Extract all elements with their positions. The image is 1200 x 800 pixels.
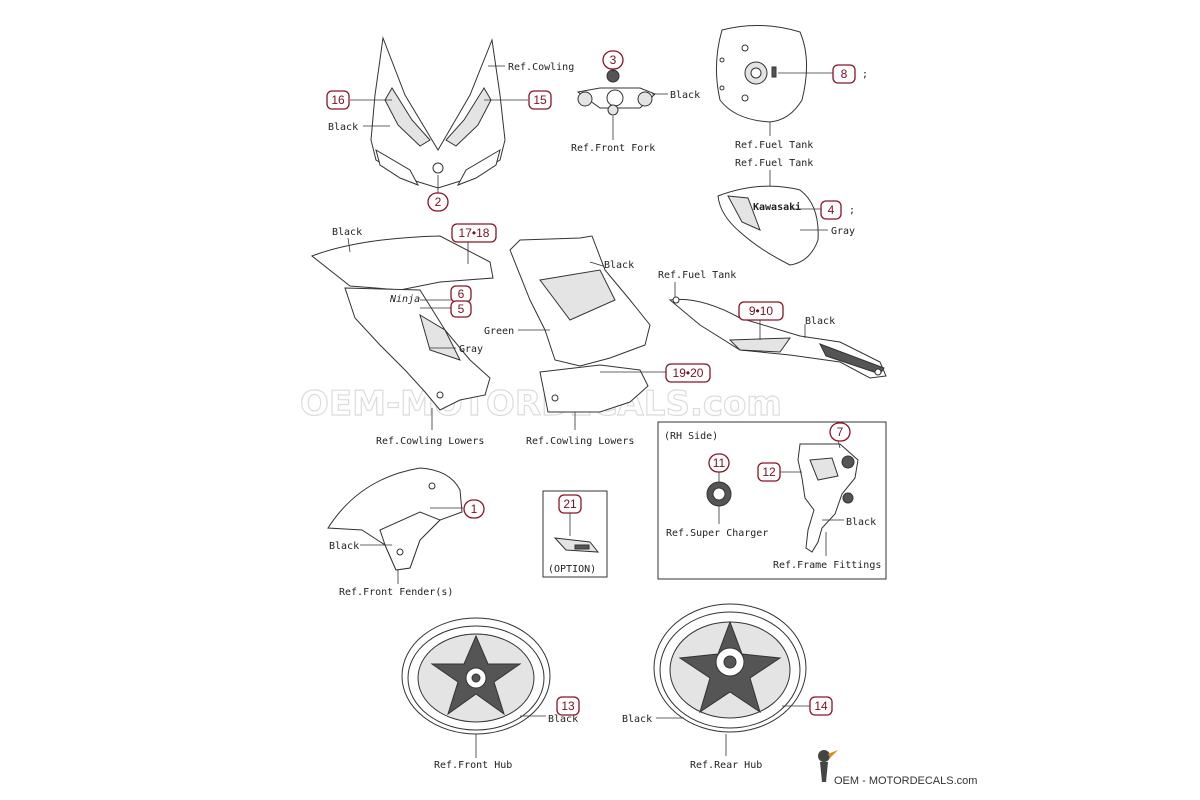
option-box	[542, 490, 608, 578]
label-gray-lower: Gray	[459, 344, 483, 355]
front-wheel-drawing	[401, 617, 551, 735]
label-ref-fuel-tank-b: Ref.Fuel Tank	[735, 158, 813, 169]
part-number-3[interactable]: 3	[602, 50, 624, 70]
label-gray-tank: Gray	[831, 226, 855, 237]
label-green: Green	[484, 326, 514, 337]
part-number-9-10[interactable]: 9•10	[738, 301, 784, 321]
brand-text: OEM - MOTORDECALS.com	[834, 775, 977, 787]
label-semicolon-top: ;	[862, 69, 868, 80]
svg-text:7: 7	[837, 425, 844, 439]
svg-text:12: 12	[762, 465, 776, 479]
option-decal-drawing	[553, 537, 600, 553]
frame-fitting-drawing	[797, 443, 859, 553]
label-ref-front-fork: Ref.Front Fork	[571, 143, 655, 154]
label-black-cowling: Black	[328, 122, 358, 133]
label-ref-super-charger: Ref.Super Charger	[666, 528, 768, 539]
part-number-8[interactable]: 8	[832, 64, 856, 84]
front-fender-drawing	[327, 467, 463, 571]
label-black-rear-hub: Black	[622, 714, 652, 725]
part-number-19-20[interactable]: 19•20	[665, 363, 711, 383]
svg-text:9•10: 9•10	[749, 304, 774, 318]
svg-text:15: 15	[533, 93, 547, 107]
part-number-17-18[interactable]: 17•18	[451, 223, 497, 243]
label-ref-frame-fittings: Ref.Frame Fittings	[773, 560, 881, 571]
watermark-text: OEM-MOTORDECALS.com	[300, 384, 782, 424]
upper-cowling-drawing	[370, 36, 506, 189]
label-semicolon: ;	[849, 205, 855, 216]
part-number-21[interactable]: 21	[558, 494, 582, 514]
label-option: (OPTION)	[548, 564, 596, 575]
label-black-frame: Black	[846, 517, 876, 528]
label-black-lower-left: Black	[332, 227, 362, 238]
svg-text:1: 1	[471, 502, 478, 516]
svg-text:19•20: 19•20	[673, 366, 704, 380]
right-cowling-lower-drawing	[509, 235, 651, 413]
fuel-tank-kawasaki-logo: Kawasaki	[753, 201, 801, 213]
svg-text:3: 3	[610, 53, 617, 67]
brand-logo-icon	[818, 750, 838, 782]
svg-text:11: 11	[713, 456, 726, 470]
part-number-13[interactable]: 13	[556, 696, 580, 716]
svg-text:16: 16	[331, 93, 345, 107]
part-number-12[interactable]: 12	[757, 462, 781, 482]
label-black-front-hub: Black	[548, 714, 578, 725]
svg-text:4: 4	[828, 203, 835, 217]
fuel-tank-top-drawing	[715, 24, 808, 123]
ninja-logo: Ninja	[389, 294, 420, 305]
svg-text:21: 21	[563, 497, 577, 511]
front-fork-clamp-drawing	[576, 69, 656, 116]
label-ref-front-hub: Ref.Front Hub	[434, 760, 512, 771]
label-ref-cowling-lowers-a: Ref.Cowling Lowers	[376, 436, 484, 447]
label-ref-fuel-tank-c: Ref.Fuel Tank	[658, 270, 736, 281]
part-number-15[interactable]: 15	[528, 90, 552, 110]
part-number-5[interactable]: 5	[450, 300, 472, 318]
label-ref-front-fenders: Ref.Front Fender(s)	[339, 587, 453, 598]
svg-text:14: 14	[814, 699, 828, 713]
part-number-1[interactable]: 1	[463, 499, 485, 519]
label-ref-rear-hub: Ref.Rear Hub	[690, 760, 762, 771]
rh-side-box	[657, 421, 887, 580]
svg-text:5: 5	[458, 302, 465, 316]
label-black-tank-side: Black	[805, 316, 835, 327]
part-number-4[interactable]: 4	[820, 200, 842, 220]
svg-text:17•18: 17•18	[459, 226, 490, 240]
rear-wheel-drawing	[653, 603, 807, 733]
super-charger-cap-drawing	[706, 481, 732, 507]
part-number-16[interactable]: 16	[326, 90, 350, 110]
label-black-fender: Black	[329, 541, 359, 552]
label-ref-cowling-lowers-b: Ref.Cowling Lowers	[526, 436, 634, 447]
label-ref-fuel-tank-a: Ref.Fuel Tank	[735, 140, 813, 151]
left-cowling-lower-drawing: Ninja	[310, 235, 494, 411]
label-black-fork: Black	[670, 90, 700, 101]
label-rh-side: (RH Side)	[664, 431, 718, 442]
part-number-11[interactable]: 11	[708, 453, 730, 473]
label-ref-cowling: Ref.Cowling	[508, 62, 574, 73]
svg-text:13: 13	[561, 699, 575, 713]
tank-side-cover-drawing	[668, 296, 887, 379]
part-number-6[interactable]: 6	[450, 285, 472, 303]
label-black-lower-right: Black	[604, 260, 634, 271]
part-number-2[interactable]: 2	[427, 192, 449, 212]
svg-text:8: 8	[841, 67, 848, 81]
fuel-tank-side-drawing: Kawasaki	[717, 185, 819, 266]
svg-text:2: 2	[435, 195, 442, 209]
part-number-7[interactable]: 7	[829, 422, 851, 442]
part-number-14[interactable]: 14	[809, 696, 833, 716]
svg-text:6: 6	[458, 287, 465, 301]
